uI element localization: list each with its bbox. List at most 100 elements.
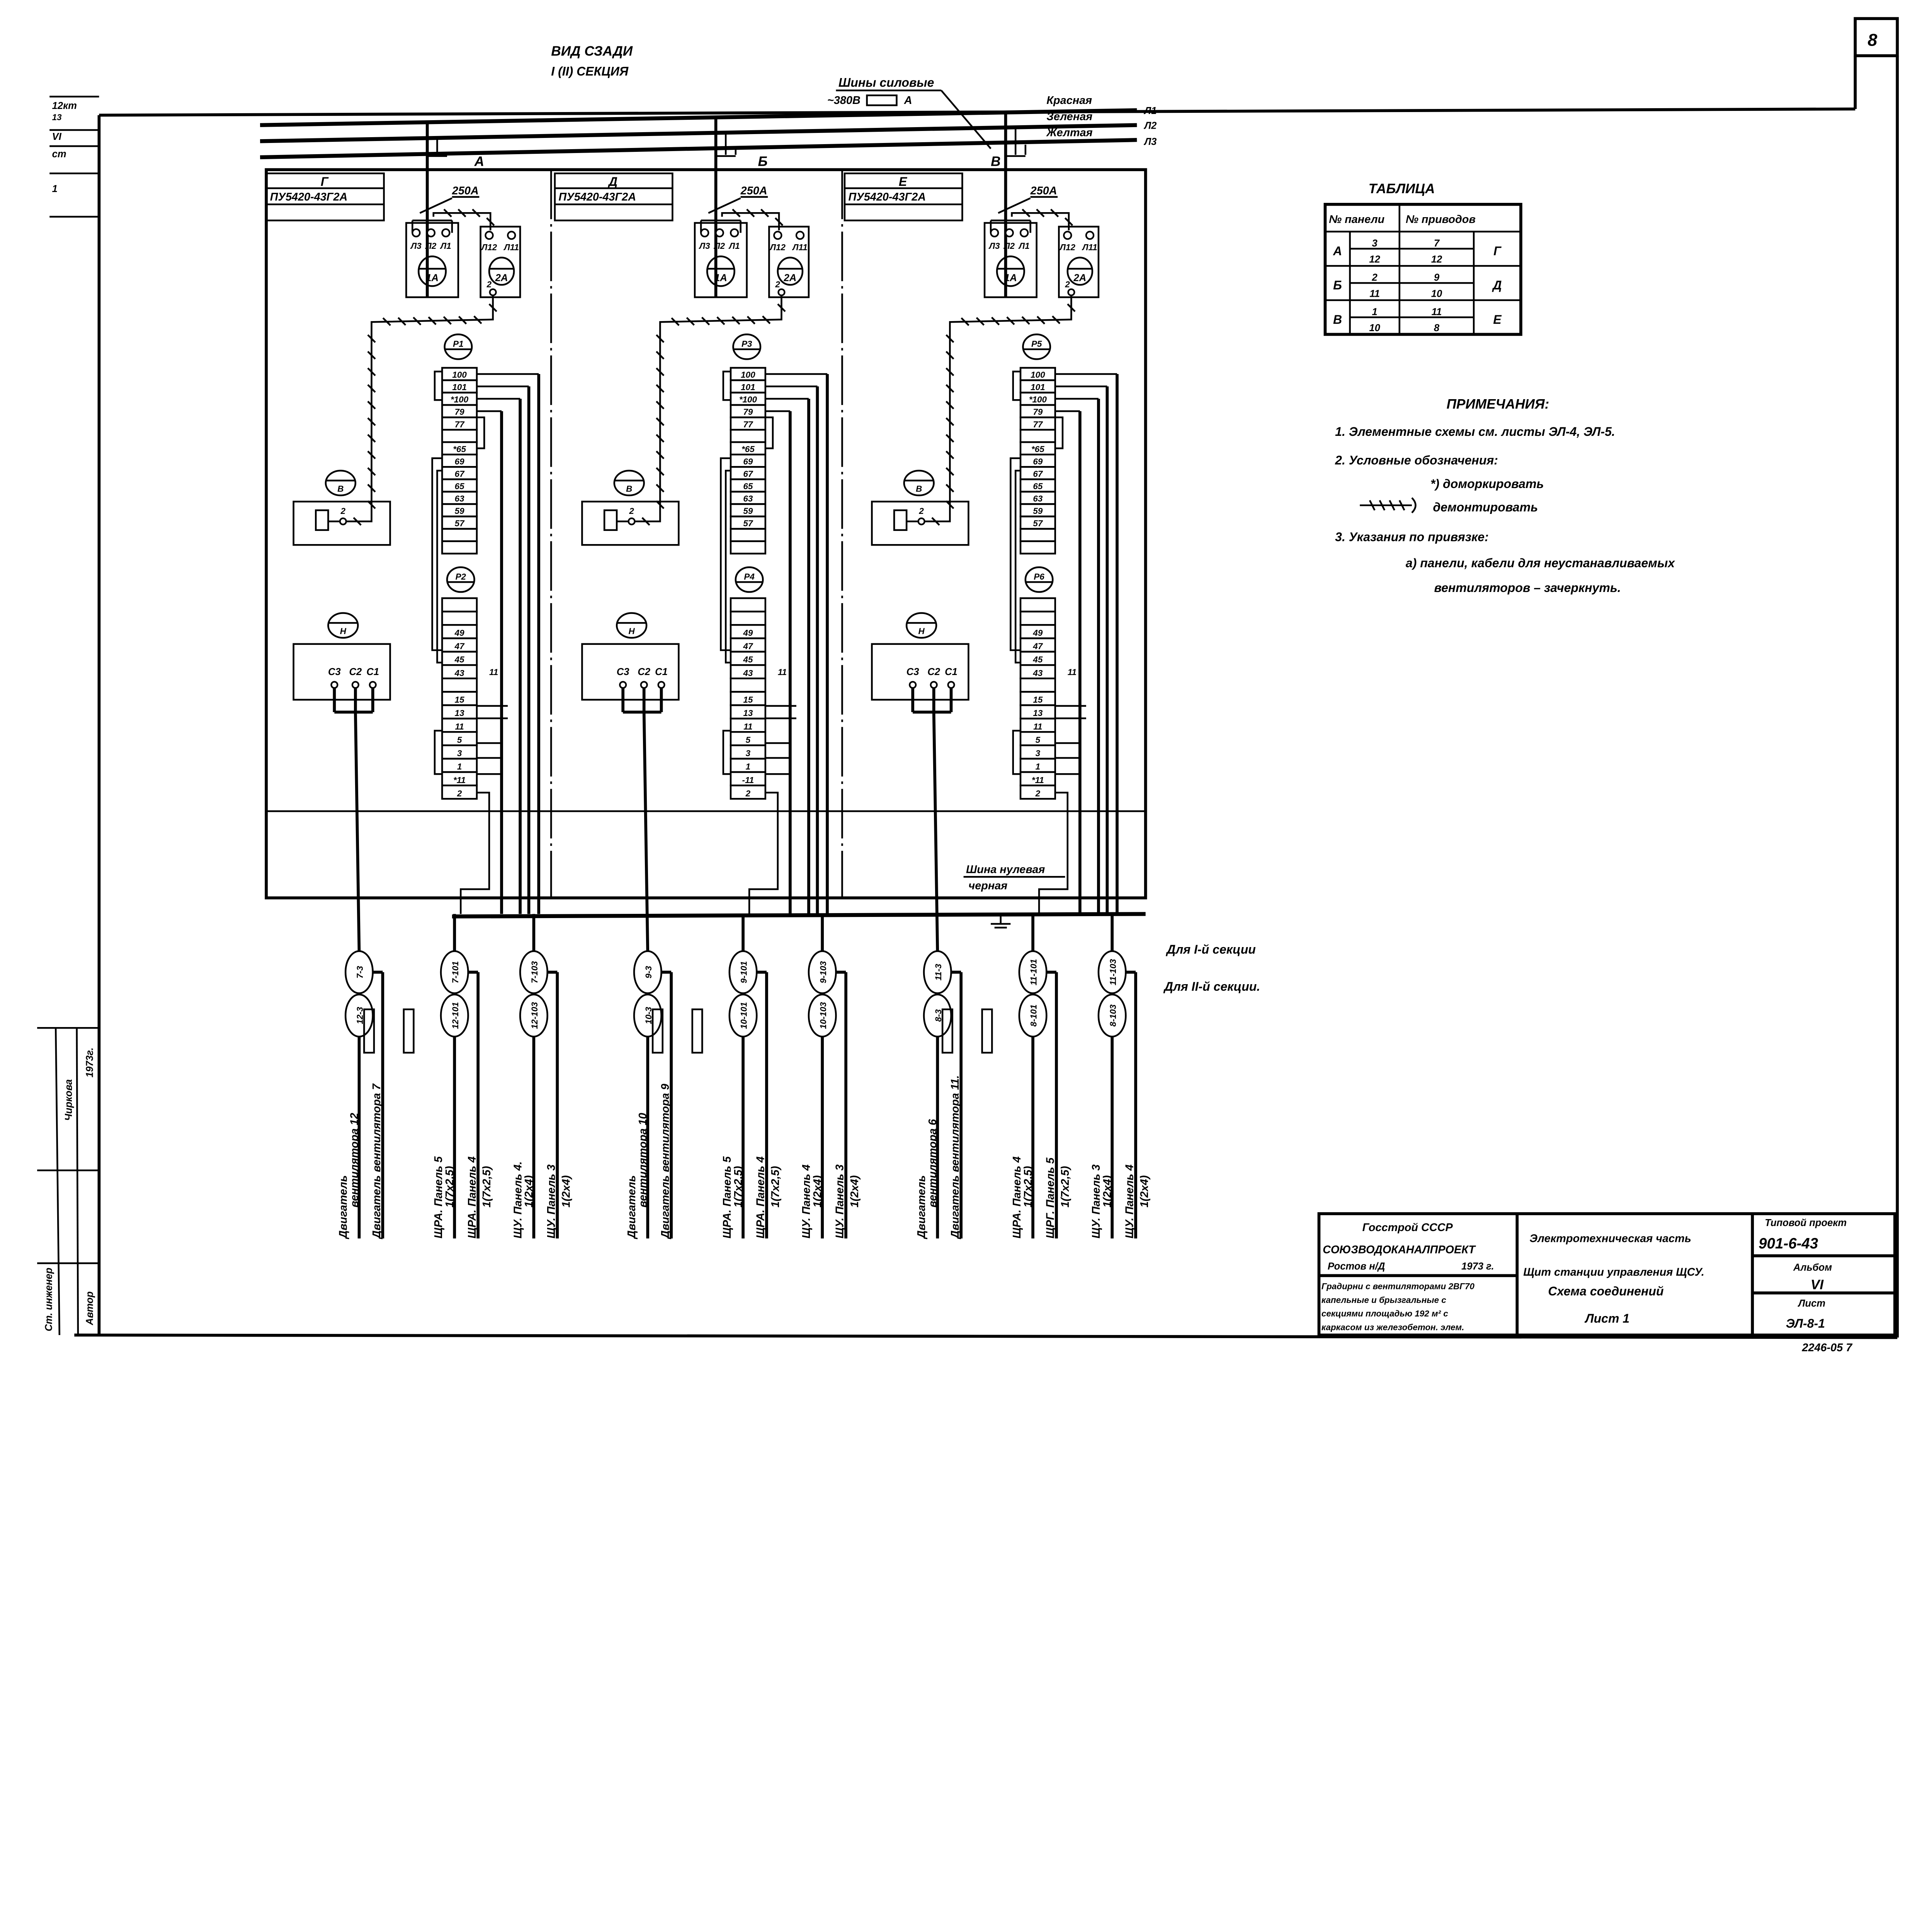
terminal-label: Л11 [792,242,808,252]
terminal [640,681,648,689]
table-header: № приводов [1406,213,1476,226]
motor-terminal-box [871,643,969,701]
terminal-number: 11 [455,722,464,731]
terminal-label: Л2 [713,241,725,251]
stamp-name: Чиркова [63,1079,74,1121]
panel-letter: Е [899,175,908,189]
terminal-number: 2 [745,789,751,798]
terminal-number: *65 [453,444,466,454]
cable-hatch [1036,209,1045,218]
cable-tag [981,1008,993,1054]
motor-terminal-box [581,643,680,701]
terminal-strip-top-row [1019,528,1056,542]
cable-hatch [488,303,497,312]
tb-subject: Щит станции управления ЩСУ. [1523,1266,1704,1278]
feed-letter: Б [758,154,768,169]
terminal-strip-bottom-row [441,597,478,612]
device-label: 1А [714,273,727,284]
terminal-number: 67 [455,469,465,479]
cable-label: ЩРГ. Панель 5 [1044,1157,1057,1238]
terminal-strip-bottom-row [441,677,478,693]
cable-hatch [946,451,954,459]
wire [419,197,452,214]
cable-label: 1(7x2,5) [732,1166,745,1208]
terminal-number: 57 [1033,519,1043,528]
device-marker-2a [488,257,515,286]
jumper [1014,469,1021,663]
cable-hatch [486,217,495,226]
cable-hatch [656,351,665,360]
contact-icon [893,509,908,531]
device-marker-1a [996,255,1025,287]
terminal-number: 15 [1033,695,1043,705]
terminal-strip-bottom-row [441,611,478,626]
terminal-label: С2 [927,667,940,677]
breaker-box-1a [405,222,459,298]
view-title: ВИД СЗАДИ [551,44,633,59]
tb-sheet-label: Лист [1798,1298,1825,1309]
bus-phase-l2: Л2 [1144,120,1157,131]
cable-hatch [991,316,1000,326]
cable-hatch [656,367,665,376]
sheet-number: 8 [1867,30,1877,50]
terminal-number: 65 [743,481,753,491]
terminal-label: С1 [366,667,379,677]
table-cell: 10 [1431,288,1442,299]
cable-hatch [656,417,665,426]
terminal [628,517,636,526]
cable-hatch [353,517,362,526]
tb-desc: Градирни с вентиляторами 2ВГ70 [1321,1282,1475,1291]
cable-hatch [931,517,940,526]
cable-label: 1(7x2,5) [1059,1166,1071,1208]
table-header: № панели [1329,213,1384,226]
terminal-number: 63 [455,494,464,503]
device-label: В [626,484,632,493]
relay-marker [1022,333,1051,360]
cable-hatch [946,401,954,410]
device-label: 1А [1004,273,1017,284]
cable-hatch [458,316,467,325]
terminal-number: *65 [742,444,755,454]
cable-label: ЩРА. Панель 4 [1011,1156,1023,1238]
device-marker-1a [418,255,447,287]
cable-hatch [382,317,391,326]
hatched-cable [721,212,780,231]
table-cell: 12 [1369,254,1380,265]
terminal [441,228,451,238]
cable-hatch [746,209,755,218]
terminal [773,231,782,240]
table-cell: 1 [1372,306,1378,317]
terminal-label: С1 [655,667,668,677]
breaker-rating: 250А [1030,185,1057,197]
cable-marker-top [808,950,837,994]
relay-label: Р6 [1034,572,1044,582]
device-label: 2А [783,273,796,284]
device-marker-n [905,612,937,639]
terminal-number: 59 [455,506,464,516]
note-3a: а) панели, кабели для неустанавливаемых [1406,556,1675,570]
terminal [930,681,938,689]
cable-hatch [731,316,740,325]
terminal-strip-bottom-row [1019,677,1056,693]
cable-marker-label: 10-3 [644,1007,653,1024]
terminal-label: Л3 [699,241,710,251]
cable-label: Двигатель вентилятора 9 [659,1084,672,1240]
cable-label: 1(7x2,5) [481,1166,493,1208]
approval-stamp: Ст. инженер Автор Чиркова 1973г. [37,1027,99,1335]
wire [708,197,741,214]
cable-marker-top [1097,950,1127,994]
cable-label: ЩРА. Панель 4 [466,1156,478,1238]
cable-tag [651,1008,663,1054]
note-3: 3. Указания по привязке: [1335,530,1489,544]
cabinet-outline [265,168,1147,918]
left-strip-text: 13 [52,112,62,122]
device-label: Н [629,626,635,636]
device-label: В [916,484,922,493]
tb-desc: каркасом из железобетон. элем. [1321,1322,1464,1332]
notes-title: ПРИМЕЧАНИЯ: [1447,397,1549,412]
cable-tag [403,1008,415,1054]
cable-label: 1(7x2,5) [769,1166,782,1208]
terminal [485,231,494,240]
terminal-number: 15 [743,695,753,705]
